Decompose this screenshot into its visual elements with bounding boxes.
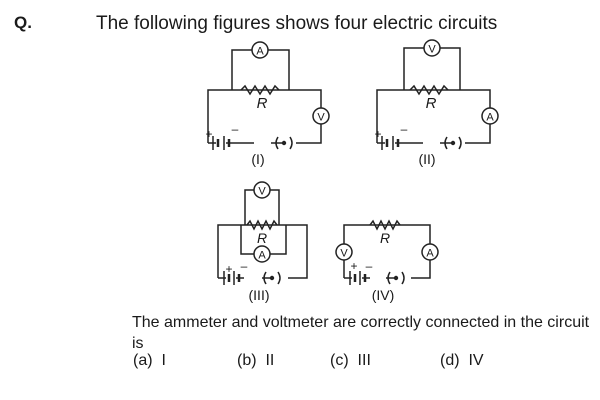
voltmeter-iii [253, 181, 271, 199]
option-c-key: (c) [330, 352, 349, 369]
voltmeter-ii [423, 39, 441, 57]
battery-minus-i: – [232, 122, 239, 136]
caption-iii: (III) [249, 287, 270, 303]
ammeter-label-i: A [256, 46, 264, 58]
voltmeter-label-iii: V [258, 186, 266, 198]
voltmeter-label-iv: V [340, 248, 348, 260]
resistor-ii [409, 84, 449, 96]
ammeter-iii [253, 245, 271, 263]
resistor-label-i: R [257, 95, 268, 112]
circuit-ii [376, 39, 499, 150]
ammeter-ii [481, 107, 499, 125]
caption-i: (I) [251, 151, 264, 167]
option-d-value: IV [468, 352, 484, 369]
option-c-value: III [357, 352, 371, 369]
ammeter-i [251, 41, 269, 59]
option-a[interactable]: (a) I [133, 352, 166, 370]
question-body: The ammeter and voltmeter are correctly … [132, 314, 590, 352]
option-c[interactable]: (c) III [330, 352, 371, 370]
battery-plus-ii: + [374, 127, 381, 141]
ammeter-label-ii: A [486, 112, 494, 124]
resistor-label-iv: R [380, 230, 390, 246]
option-a-value: I [161, 352, 166, 369]
key-dots [269, 140, 456, 281]
resistor-iii [246, 219, 278, 231]
option-d[interactable]: (d) IV [440, 352, 484, 370]
option-a-key: (a) [133, 352, 153, 369]
battery-plus-iv: + [350, 259, 357, 273]
option-d-key: (d) [440, 352, 460, 369]
battery-plus-i: + [205, 127, 212, 141]
battery-minus-iv: – [366, 259, 373, 273]
caption-iv: (IV) [372, 287, 395, 303]
voltmeter-label-ii: V [428, 44, 436, 56]
option-b[interactable]: (b) II [237, 352, 274, 370]
resistor-iv [369, 219, 401, 231]
battery-minus-ii: – [401, 122, 408, 136]
voltmeter-i [312, 107, 330, 125]
circuit-iv [335, 219, 439, 285]
option-b-value: II [265, 352, 275, 369]
question-label: Q. [14, 13, 32, 32]
resistor-label-ii: R [426, 95, 437, 112]
circuit-figures: A V R + – (I) V A R + – (II) V A R + – (… [205, 39, 499, 303]
option-b-key: (b) [237, 352, 257, 369]
circuit-i [207, 41, 330, 150]
voltmeter-iv [335, 243, 353, 261]
resistor-label-iii: R [257, 230, 267, 246]
ammeter-iv [421, 243, 439, 261]
caption-ii: (II) [418, 151, 435, 167]
resistor-i [240, 84, 280, 96]
battery-minus-iii: – [241, 259, 248, 273]
battery-plus-iii: + [225, 262, 232, 276]
ammeter-label-iv: A [426, 248, 434, 260]
question-title: The following figures shows four electri… [96, 13, 498, 34]
circuit-iii [217, 181, 308, 285]
ammeter-label-iii: A [258, 250, 266, 262]
voltmeter-label-i: V [317, 112, 325, 124]
